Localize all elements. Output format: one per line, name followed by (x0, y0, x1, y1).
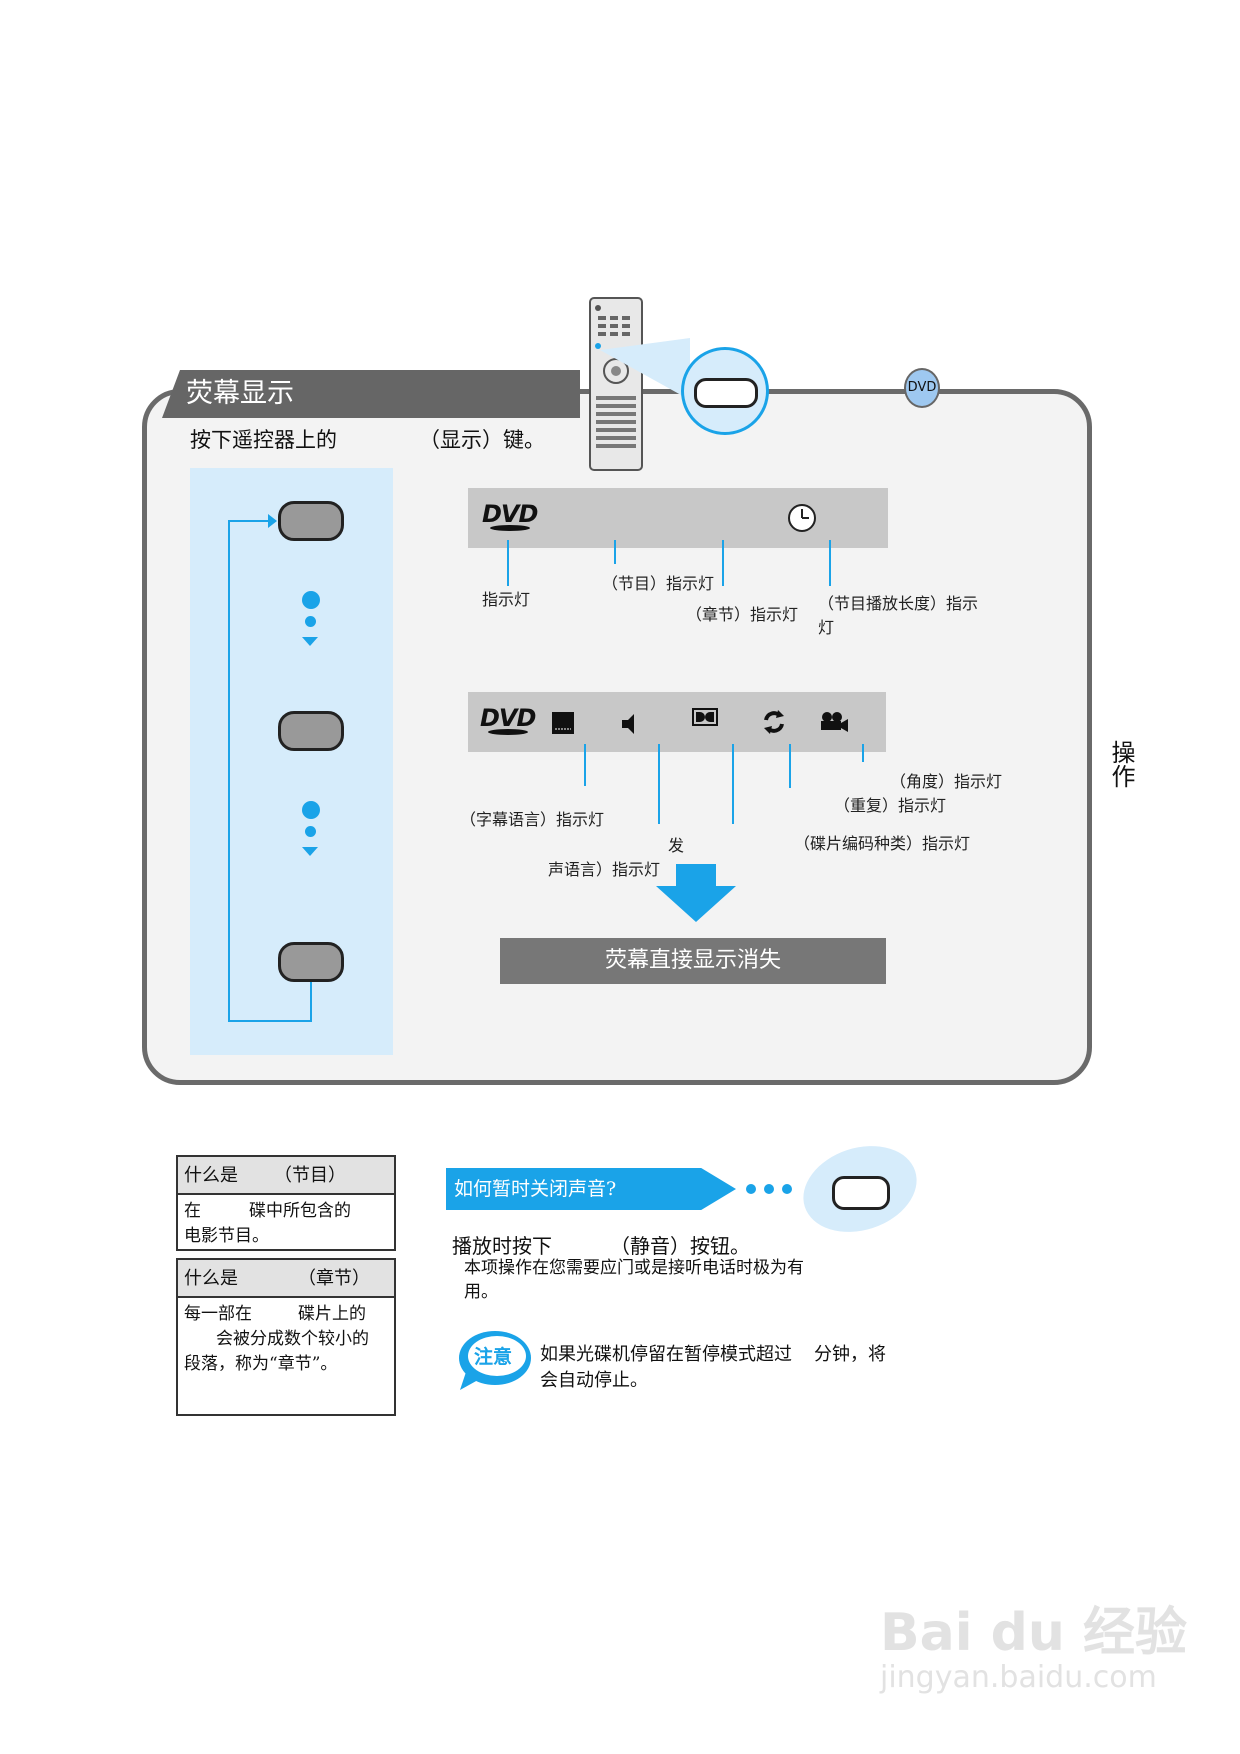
remote-control-image (589, 297, 643, 471)
repeat-icon (764, 710, 784, 734)
display-bar-1 (468, 488, 888, 548)
result-bar: 荧幕直接显示消失 (500, 938, 886, 984)
info-box-body: 在碟中所包含的 电影节目。 (184, 1201, 351, 1246)
audio-speaker-icon (622, 714, 634, 734)
subtitle-icon (552, 712, 574, 734)
mute-heading: 如何暂时关闭声音? (446, 1168, 736, 1210)
mute-description: 本项操作在您需要应门或是接听电话时极为有 用。 (464, 1258, 804, 1302)
indicator-label: （字幕语言）指示灯 (460, 810, 605, 829)
dvd-logo-icon: DVD (482, 500, 538, 528)
display-button-2[interactable] (278, 711, 344, 751)
dot-icon (305, 616, 316, 627)
instruction-pre: 按下遥控器上的 (190, 428, 337, 452)
loop-line (228, 1020, 312, 1022)
loop-line (228, 520, 230, 1022)
leader-line (614, 540, 616, 564)
loop-line (228, 520, 270, 522)
display-bar-2 (468, 692, 886, 752)
indicator-label: （节目）指示灯 (602, 574, 715, 593)
arrow-right-icon (268, 514, 277, 528)
watermark-brand: Bai du 经验 (880, 1603, 1187, 1663)
indicator-label: （章节）指示灯 (686, 605, 799, 624)
dvd-logo-icon: DVD (480, 704, 536, 732)
indicator-label: 发 (668, 836, 685, 855)
indicator-label: （节目播放长度）指示 (818, 594, 979, 613)
clock-icon (788, 504, 816, 532)
leader-line (732, 744, 734, 824)
note-badge-icon (459, 1331, 531, 1390)
info-box-chapter: 什么是（章节） 每一部在碟片上的 会被分成数个较小的 段落，称为“章节”。 (176, 1258, 396, 1416)
loop-line (310, 982, 312, 1022)
mute-button[interactable] (832, 1176, 890, 1210)
dvd-badge: DVD (904, 368, 940, 408)
leader-line (829, 540, 831, 586)
dvd-disc-icon (490, 525, 530, 531)
indicator-label: 指示灯 (482, 590, 531, 609)
display-button-zoomed[interactable] (694, 378, 758, 408)
dot-icon (305, 826, 316, 837)
mute-instruction: 播放时按下（静音）按钮。 (452, 1234, 750, 1258)
dolby-icon (692, 708, 718, 726)
info-box-title: 什么是（章节） (178, 1260, 394, 1298)
arrow-down-icon (302, 637, 318, 646)
dot-icon (746, 1184, 756, 1194)
info-box-program: 什么是（节目） 在碟中所包含的 电影节目。 (176, 1155, 396, 1251)
side-label: 操作 (1107, 740, 1135, 788)
leader-line (658, 744, 660, 824)
info-box-title: 什么是（节目） (178, 1157, 394, 1195)
leader-line (862, 744, 864, 762)
indicator-label: 声语言）指示灯 (548, 860, 661, 879)
angle-camera-icon (821, 712, 848, 732)
leader-line (584, 744, 586, 786)
note-badge: 注意 (474, 1346, 513, 1368)
big-arrow-down-icon (656, 864, 736, 922)
indicator-label: 灯 (818, 618, 835, 637)
dot-icon (302, 801, 320, 819)
indicator-label: （碟片编码种类）指示灯 (794, 834, 971, 853)
arrow-down-icon (302, 847, 318, 856)
instruction-post: （显示）键。 (419, 428, 545, 452)
watermark-url: jingyan.baidu.com (880, 1660, 1157, 1695)
display-button-1[interactable] (278, 501, 344, 541)
dot-icon (764, 1184, 774, 1194)
indicator-label: （角度）指示灯 (890, 772, 1003, 791)
instruction-line: 按下遥控器上的 （显示）键。 (190, 424, 545, 454)
callout-wedge (600, 338, 690, 400)
leader-line (722, 540, 724, 586)
indicator-label: （重复）指示灯 (834, 796, 947, 815)
leader-line (507, 540, 509, 586)
leader-line (789, 744, 791, 788)
display-button-3[interactable] (278, 942, 344, 982)
dot-icon (782, 1184, 792, 1194)
info-box-body: 每一部在碟片上的 会被分成数个较小的 段落，称为“章节”。 (184, 1304, 369, 1374)
dvd-disc-icon (488, 729, 528, 735)
section-title: 荧幕显示 (162, 370, 580, 418)
dot-icon (302, 591, 320, 609)
note-text: 如果光碟机停留在暂停模式超过分钟，将 会自动停止。 (540, 1344, 886, 1391)
